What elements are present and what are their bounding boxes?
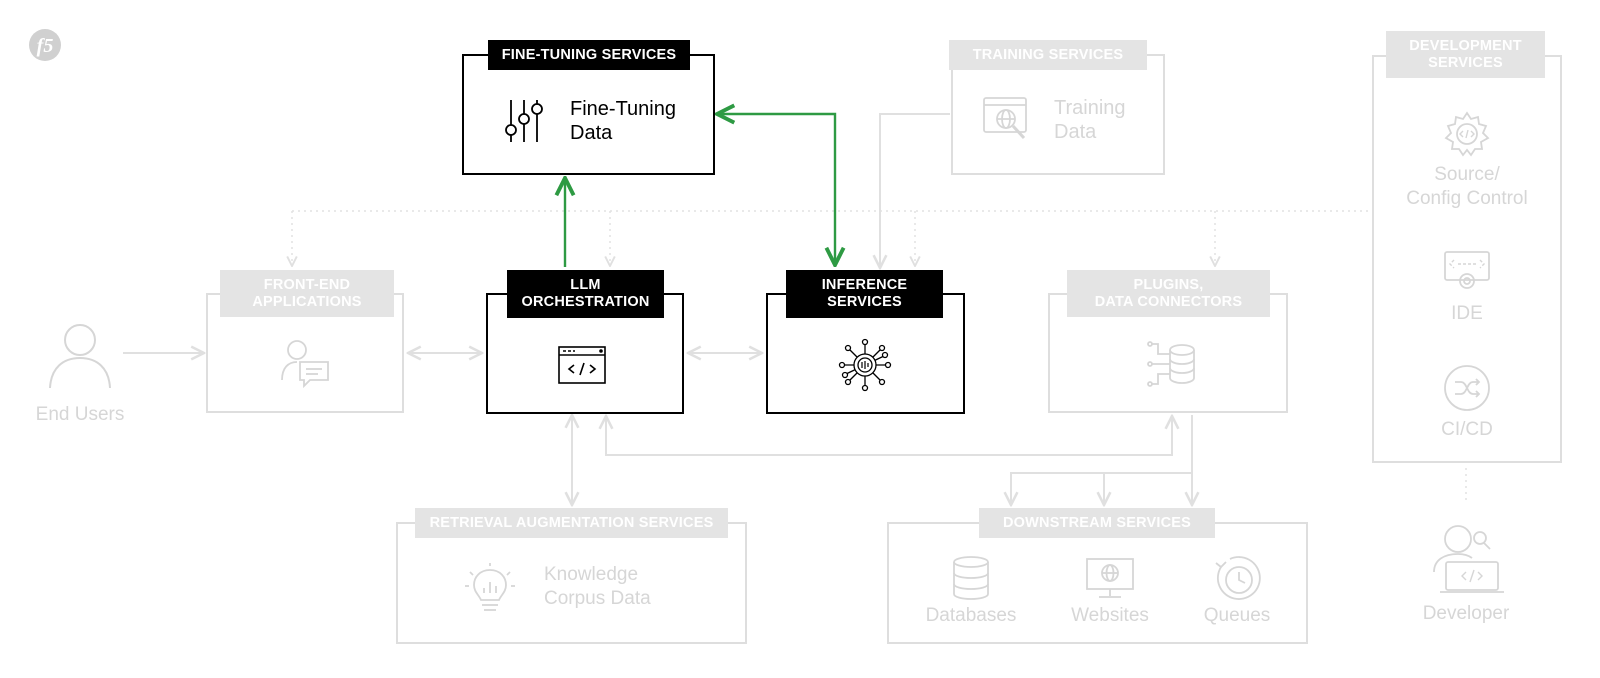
inference-services-title: INFERENCE SERVICES (786, 270, 943, 318)
ci-cd-label: CI/CD (1441, 419, 1493, 440)
knowledge-corpus-data-label: Knowledge Corpus Data (544, 564, 651, 609)
websites-label: Websites (1071, 605, 1149, 626)
database-connector-icon (1146, 338, 1198, 390)
developer-label: Developer (1422, 603, 1510, 624)
fine-tuning-data-label: Fine-Tuning Data (570, 98, 676, 144)
end-users-icon (45, 320, 115, 390)
ide-label: IDE (1451, 303, 1483, 324)
gear-code-icon (1443, 110, 1491, 158)
ide-icon (1443, 250, 1491, 292)
code-window-icon (557, 345, 607, 385)
plugins-data-connectors-title: PLUGINS, DATA CONNECTORS (1067, 270, 1270, 317)
sliders-icon (503, 98, 543, 144)
front-end-applications-title: FRONT-END APPLICATIONS (220, 270, 394, 317)
website-icon (1085, 557, 1135, 599)
development-services-title: DEVELOPMENT SERVICES (1386, 31, 1545, 78)
source-config-control-label: Source/ Config Control (1406, 164, 1528, 209)
llm-orchestration-title: LLM ORCHESTRATION (507, 270, 664, 318)
fine-tuning-services-title: FINE-TUNING SERVICES (488, 40, 690, 70)
training-data-label: Training Data (1054, 97, 1126, 143)
databases-label: Databases (925, 605, 1017, 626)
f5-logo: f5 (28, 28, 62, 62)
downstream-services-title: DOWNSTREAM SERVICES (979, 508, 1215, 538)
database-icon (951, 555, 991, 601)
highlight-arrows (565, 114, 835, 267)
training-services-title: TRAINING SERVICES (949, 40, 1147, 70)
lightbulb-chart-icon (464, 562, 516, 614)
network-gear-icon (838, 338, 892, 392)
fine-tuning-services-box[interactable] (462, 54, 715, 175)
clock-refresh-icon (1212, 553, 1262, 603)
development-services-box[interactable] (1372, 55, 1562, 463)
globe-search-icon (982, 96, 1034, 144)
queues-label: Queues (1203, 605, 1271, 626)
grey-arrows (123, 113, 1192, 505)
developer-icon (1428, 522, 1504, 596)
end-users-label: End Users (35, 404, 125, 425)
svg-text:f5: f5 (37, 35, 54, 57)
chat-user-icon (280, 338, 332, 390)
shuffle-icon (1443, 364, 1491, 412)
retrieval-augmentation-box[interactable] (396, 522, 747, 644)
retrieval-augmentation-title: RETRIEVAL AUGMENTATION SERVICES (415, 508, 728, 538)
